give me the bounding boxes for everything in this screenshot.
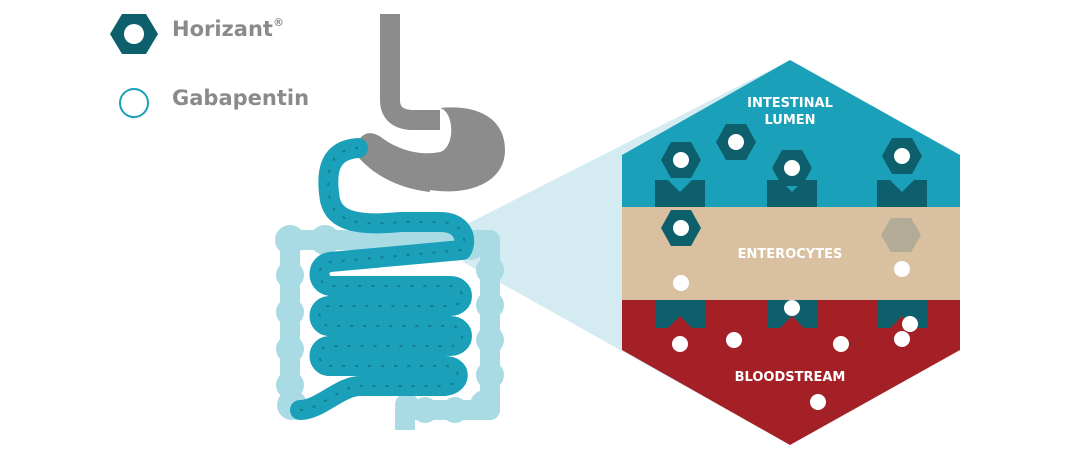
legend-horizant: Horizant®: [172, 16, 284, 41]
legend-horizant-text: Horizant: [172, 17, 273, 41]
hexagon-nut-icon: [772, 150, 812, 186]
transporters-apical: [655, 180, 927, 207]
circle-outline-icon: [119, 88, 149, 118]
horizant-molecules: [661, 124, 922, 252]
label-enterocytes: ENTEROCYTES: [738, 247, 843, 262]
gabapentin-molecules: [672, 261, 918, 410]
hexagon-nut-icon: [882, 138, 922, 174]
legend-icons: [110, 14, 158, 118]
hexagon-nut-icon: [661, 142, 701, 178]
label-lumen: LUMEN: [764, 113, 815, 128]
hexagon-nut-icon: [716, 124, 756, 160]
label-bloodstream: BLOODSTREAM: [735, 370, 846, 385]
registered-mark: ®: [272, 16, 284, 29]
faded-hexagon-icon: [881, 218, 921, 252]
label-intestinal: INTESTINAL: [747, 96, 833, 111]
hexagon-nut-icon: [110, 14, 158, 54]
small-intestine: [290, 138, 475, 420]
stomach: [353, 14, 505, 192]
hexagon-nut-icon: [661, 210, 701, 246]
legend-gabapentin: Gabapentin: [172, 86, 310, 110]
